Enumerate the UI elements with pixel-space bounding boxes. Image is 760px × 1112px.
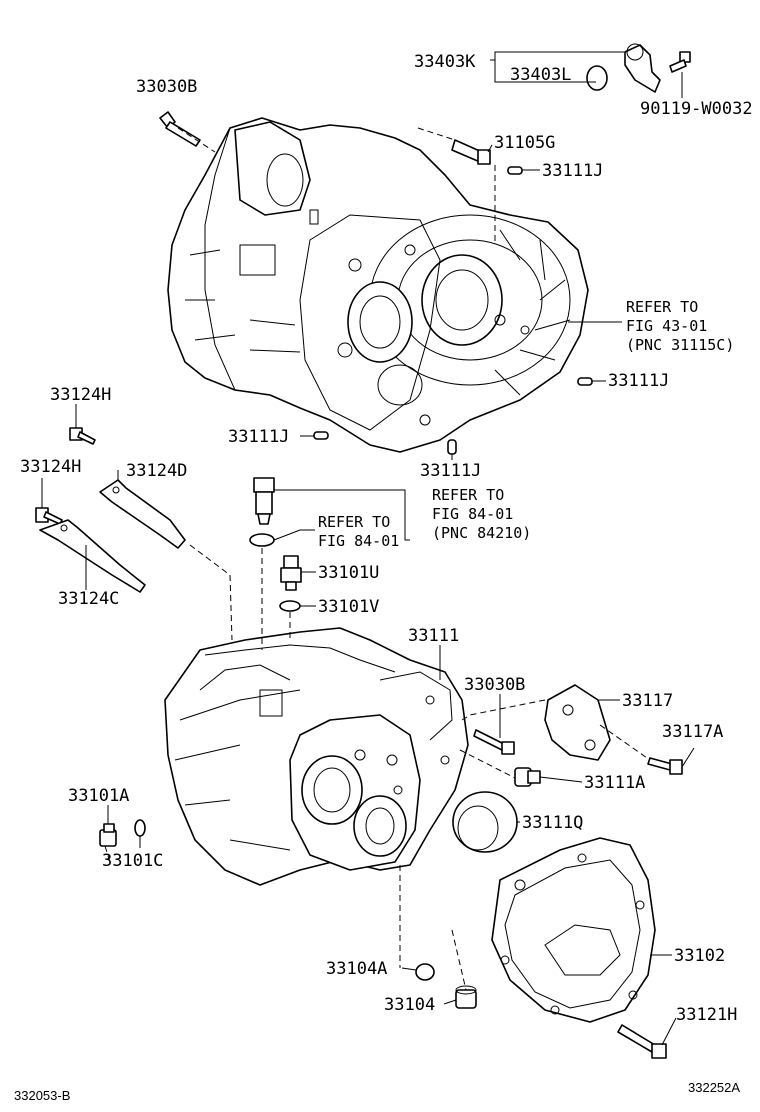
gasket-washer[interactable] <box>249 533 275 547</box>
refer-to-1: REFER TO <box>626 298 698 316</box>
oil-seal-33111Q[interactable] <box>452 791 518 853</box>
dowel-pin-33111J-c[interactable] <box>313 431 329 440</box>
label-33101A: 33101A <box>68 786 129 806</box>
bolt-33030B-top[interactable] <box>159 111 201 147</box>
label-31105G: 31105G <box>494 133 555 153</box>
label-33111J-c: 33111J <box>228 427 289 447</box>
diagram-code-left: 332053-B <box>14 1088 70 1103</box>
label-33111J-b: 33111J <box>608 371 669 391</box>
transaxle-case-lower[interactable] <box>164 627 469 886</box>
label-33111A: 33111A <box>584 773 645 793</box>
refer-fig-3: FIG 84-01 <box>318 532 399 550</box>
dowel-pin-33111J-d[interactable] <box>447 439 457 455</box>
refer-fig-1: FIG 43-01 <box>626 317 707 335</box>
label-33117: 33117 <box>622 691 673 711</box>
refer-fig-2: FIG 84-01 <box>432 505 513 523</box>
transmission-case-cover[interactable] <box>491 837 656 1023</box>
label-33101U: 33101U <box>318 563 379 583</box>
plate-33124C[interactable] <box>39 519 146 593</box>
label-33104: 33104 <box>384 995 435 1015</box>
label-33124H-b: 33124H <box>20 457 81 477</box>
label-33104A: 33104A <box>326 959 387 979</box>
bolt-33121H[interactable] <box>617 1024 667 1059</box>
refer-to-2: REFER TO <box>432 486 504 504</box>
label-33111J-d: 33111J <box>420 461 481 481</box>
gasket-33104A[interactable] <box>415 963 435 981</box>
label-33403L: 33403L <box>510 65 571 85</box>
refer-to-3: REFER TO <box>318 513 390 531</box>
gasket-33101V[interactable] <box>279 600 301 612</box>
refer-pnc-1: (PNC 31115C) <box>626 336 734 354</box>
label-33101V: 33101V <box>318 597 379 617</box>
label-33030B-mid: 33030B <box>464 675 525 695</box>
label-90119-W0032: 90119-W0032 <box>640 99 753 119</box>
bolt-33030B-mid[interactable] <box>473 729 515 755</box>
bolt-33117A[interactable] <box>647 757 683 775</box>
gasket-33101C[interactable] <box>134 819 146 837</box>
leader-lines <box>41 51 695 1046</box>
plug-33111A[interactable] <box>514 767 541 787</box>
diagram-code-right: 332252A <box>688 1080 740 1095</box>
speed-sensor[interactable] <box>253 477 275 525</box>
dowel-pin-33111J-b[interactable] <box>577 377 593 386</box>
part-labels: 33403K 33403L 90119-W0032 33030B 31105G … <box>20 52 753 1025</box>
label-33124H-a: 33124H <box>50 385 111 405</box>
label-33117A: 33117A <box>662 722 723 742</box>
label-33111J-a: 33111J <box>542 161 603 181</box>
label-33111Q: 33111Q <box>522 813 583 833</box>
stud-31105G[interactable] <box>451 139 491 165</box>
refer-pnc-2: (PNC 84210) <box>432 524 531 542</box>
plate-33124D[interactable] <box>99 479 186 549</box>
label-33101C: 33101C <box>102 851 163 871</box>
bolt-33124H-a[interactable] <box>69 427 96 445</box>
label-33030B-top: 33030B <box>136 77 197 97</box>
bracket-33117[interactable] <box>544 684 611 761</box>
switch-33101U[interactable] <box>280 555 302 591</box>
label-33102: 33102 <box>674 946 725 966</box>
bolt-33124H-b[interactable] <box>35 507 63 525</box>
label-33124D: 33124D <box>126 461 187 481</box>
bolt-90119[interactable] <box>669 51 691 73</box>
label-33111: 33111 <box>408 626 459 646</box>
speedometer-bracket[interactable] <box>624 43 661 93</box>
label-33403K: 33403K <box>414 52 476 72</box>
transmission-case-upper[interactable] <box>167 117 589 453</box>
label-33121H: 33121H <box>676 1005 737 1025</box>
o-ring-33403L[interactable] <box>586 65 608 91</box>
drain-plug-33101A[interactable] <box>99 823 117 847</box>
dowel-pin-33111J-a[interactable] <box>507 166 523 175</box>
label-33124C: 33124C <box>58 589 119 609</box>
